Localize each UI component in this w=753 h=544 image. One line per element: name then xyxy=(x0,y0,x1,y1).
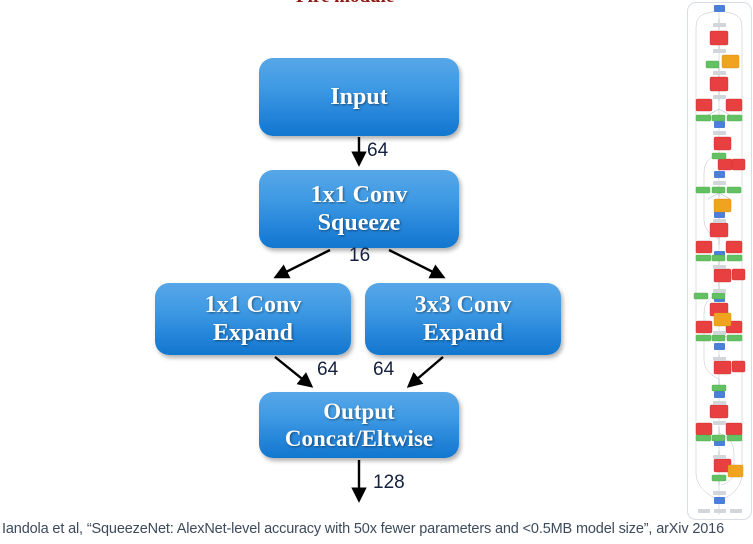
edge-label-expand1-to-output: 64 xyxy=(317,359,339,380)
node-expand-1x1-line-1: 1x1 Conv xyxy=(204,291,302,318)
arrow-expand3-to-output xyxy=(406,356,444,388)
node-input-line-1: Input xyxy=(330,83,388,110)
arrow-expand1-to-output xyxy=(274,356,314,388)
citation-caption: Iandola et al, “SqueezeNet: AlexNet-leve… xyxy=(2,521,725,537)
edge-label-squeeze-split: 16 xyxy=(349,245,371,266)
network-architecture-thumbnail-graph xyxy=(693,5,746,515)
node-expand-1x1[interactable]: 1x1 Conv Expand xyxy=(155,283,351,355)
edge-label-output-downstream: 128 xyxy=(373,472,405,493)
node-expand-3x3-line-2: Expand xyxy=(422,320,504,346)
arrow-squeeze-to-expand3 xyxy=(388,248,446,279)
node-output-line-2: Concat/Eltwise xyxy=(284,426,434,451)
edge-label-expand3-to-output: 64 xyxy=(373,359,395,380)
network-architecture-thumbnail[interactable] xyxy=(687,2,752,520)
node-squeeze-line-1: 1x1 Conv xyxy=(310,181,408,208)
node-squeeze[interactable]: 1x1 Conv Squeeze xyxy=(259,170,459,248)
node-expand-3x3[interactable]: 3x3 Conv Expand xyxy=(365,283,561,355)
arrow-squeeze-to-expand1 xyxy=(273,248,331,279)
edge-label-input-to-squeeze: 64 xyxy=(367,140,389,161)
node-input[interactable]: Input xyxy=(259,58,459,136)
node-output-line-1: Output xyxy=(323,398,395,424)
node-squeeze-line-2: Squeeze xyxy=(317,210,401,236)
slide-title-clipped: Fire module xyxy=(296,0,436,4)
node-output[interactable]: Output Concat/Eltwise xyxy=(259,392,459,458)
node-expand-1x1-line-2: Expand xyxy=(212,320,294,346)
node-expand-3x3-line-1: 3x3 Conv xyxy=(414,291,512,318)
